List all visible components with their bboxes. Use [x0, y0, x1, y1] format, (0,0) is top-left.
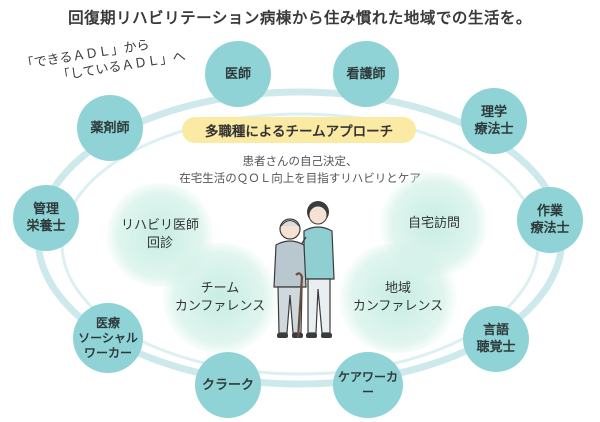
patient-caregiver-illustration — [273, 201, 335, 339]
node-pharmacist: 薬剤師 — [77, 95, 143, 161]
goal-text: 患者さんの自己決定、 在宅生活のＱＯＬ向上を目指すリハビリとケア — [150, 153, 450, 187]
node-occupational-therapist: 作業 療法士 — [517, 187, 583, 253]
caregiver-figure — [291, 201, 335, 338]
node-dietitian: 管理 栄養士 — [13, 185, 79, 251]
node-speech-therapist: 言語 聴覚士 — [463, 306, 529, 372]
activity-community-conference: 地域 カンファレンス — [335, 243, 461, 353]
goal-line1: 患者さんの自己決定、 — [242, 154, 358, 168]
node-physical-therapist: 理学 療法士 — [461, 88, 527, 154]
node-clerk: クラーク — [195, 352, 261, 418]
node-doctor: 医師 — [205, 41, 271, 107]
team-approach-banner: 多職種によるチームアプローチ — [182, 117, 416, 143]
node-nurse: 看護師 — [333, 41, 399, 107]
activity-team-conference: チーム カンファレンス — [160, 243, 280, 353]
node-medical-social-worker: 医療 ソーシャル ワーカー — [73, 303, 143, 373]
elderly-patient-figure — [273, 218, 307, 339]
node-care-worker: ケアワーカー — [333, 352, 403, 418]
goal-line2: 在宅生活のＱＯＬ向上を目指すリハビリとケア — [179, 171, 421, 185]
page-title: 回復期リハビリテーション病棟から住み慣れた地域での生活を。 — [68, 9, 532, 27]
